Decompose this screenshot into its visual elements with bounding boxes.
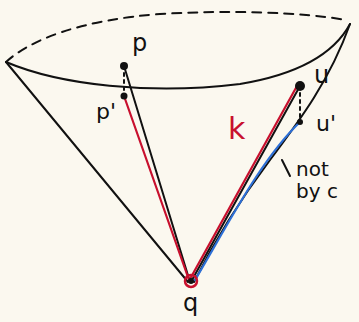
- cone-back-rim: [6, 12, 346, 62]
- curve-label: k: [228, 112, 245, 145]
- point-label: u': [316, 112, 336, 136]
- dotted-p-p: [123, 66, 125, 96]
- cone-front-rim: [6, 24, 350, 88]
- apex-q-dot: [188, 278, 194, 284]
- cone-right-side: [194, 24, 350, 282]
- point-u: [295, 81, 305, 91]
- apex-label: q: [183, 290, 198, 316]
- red-line-p-q: [124, 96, 189, 280]
- point-p: [120, 62, 128, 70]
- point-u-prime: [297, 119, 303, 125]
- cone-left-side: [6, 62, 188, 282]
- point-label: p: [132, 30, 147, 56]
- line-p-q: [124, 66, 190, 282]
- point-p-prime: [121, 93, 128, 100]
- red-line-u-q: [190, 86, 297, 279]
- point-label: p': [96, 100, 116, 124]
- apex-q: [185, 275, 197, 287]
- stroke-mark: [282, 160, 290, 176]
- point-label: u: [314, 62, 329, 88]
- blue-curve-u-q: [195, 122, 300, 280]
- note: not by c: [296, 158, 348, 202]
- line-u-q: [192, 86, 300, 280]
